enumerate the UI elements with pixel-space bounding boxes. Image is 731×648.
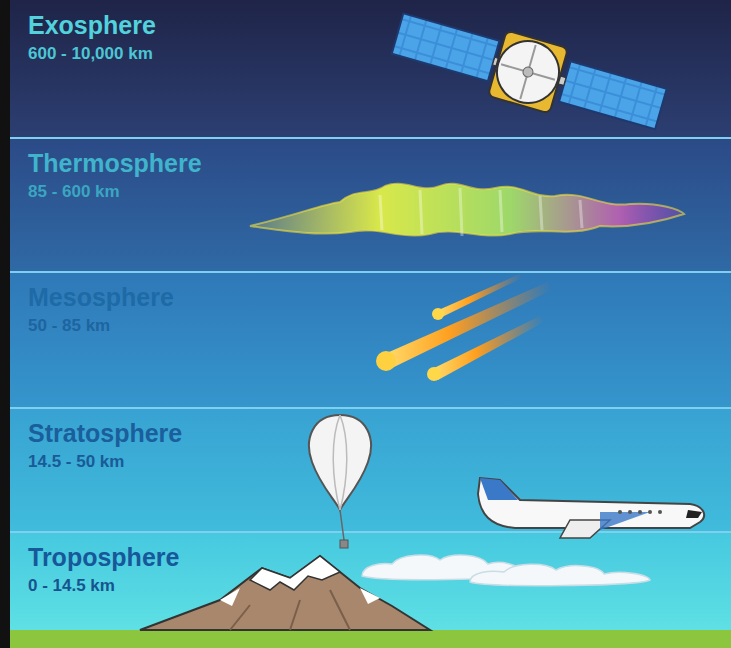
atmosphere-layer-band: Thermosphere85 - 600 km <box>10 138 731 272</box>
layer-name: Mesosphere <box>28 282 174 312</box>
layer-name: Stratosphere <box>28 418 182 448</box>
layer-name: Thermosphere <box>28 148 202 178</box>
altitude-range: 600 - 10,000 km <box>28 42 153 66</box>
altitude-range: 85 - 600 km <box>28 180 120 204</box>
atmosphere-layer-band: Mesosphere50 - 85 km <box>10 272 731 408</box>
atmosphere-layer-band: Stratosphere14.5 - 50 km <box>10 408 731 532</box>
atmosphere-layer-band: Exosphere600 - 10,000 km <box>10 0 731 138</box>
layer-name: Exosphere <box>28 10 156 40</box>
altitude-range: 0 - 14.5 km <box>28 574 115 598</box>
altitude-range: 50 - 85 km <box>28 314 110 338</box>
altitude-range: 14.5 - 50 km <box>28 450 124 474</box>
atmosphere-layer-band: Troposphere0 - 14.5 km <box>10 532 731 630</box>
layer-name: Troposphere <box>28 542 179 572</box>
